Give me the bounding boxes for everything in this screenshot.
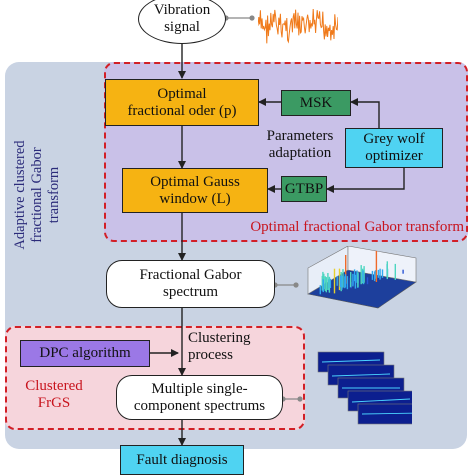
multiple-spectrums-node: Multiple single- component spectrums (116, 375, 283, 420)
grey-wolf-node: Grey wolf optimizer (345, 128, 443, 168)
msk-label: MSK (299, 94, 333, 111)
msk-node: MSK (281, 90, 351, 116)
multiple-spectrums-line1: Multiple single- (151, 380, 248, 397)
fractional-spectrum-line2: spectrum (163, 284, 218, 300)
grey-wolf-line1: Grey wolf (363, 131, 425, 147)
optimal-window-line2: window (L) (159, 190, 231, 207)
vibration-signal-line2: signal (164, 19, 200, 35)
clustering-process-line1: Clustering (188, 330, 251, 346)
clustered-frgs-line1: Clustered (25, 378, 83, 394)
side-label: Adaptive clustered fractional Gabor tran… (12, 125, 62, 265)
gtbp-label: GTBP (284, 180, 324, 197)
vibration-signal-line1: Vibration (153, 2, 211, 18)
optimal-fgt-text: Optimal fractional Gabor transform (250, 219, 464, 235)
clustering-process-line2: process (188, 347, 233, 363)
clustered-frgs-label: Clustered FrGS (14, 378, 94, 412)
grey-wolf-line2: optimizer (365, 148, 423, 164)
clustering-process-label: Clustering process (188, 330, 274, 364)
fractional-spectrum-node: Fractional Gabor spectrum (106, 260, 275, 308)
parameters-adaptation-label: Parameters adaptation (254, 128, 346, 162)
vibration-signal-node: Vibration signal (138, 0, 226, 44)
optimal-window-line1: Optimal Gauss (150, 173, 240, 190)
optimal-window-node: Optimal Gauss window (L) (122, 168, 268, 213)
arrow-wolf-to-msk (350, 98, 380, 128)
dpc-node: DPC algorithm (20, 340, 150, 367)
signal-waveform-icon (258, 0, 338, 52)
clustered-frgs-line2: FrGS (37, 395, 71, 411)
3d-spectrum-plot-icon (307, 246, 417, 309)
side-label-line2: fractional Gabor transform (29, 147, 62, 243)
parameters-adaptation-line2: adaptation (268, 145, 332, 161)
spectrum-stack-icon (317, 351, 412, 425)
optimal-order-node: Optimal fractional oder (p) (105, 79, 259, 126)
gtbp-node: GTBP (281, 176, 327, 202)
optimal-order-line1: Optimal (157, 85, 207, 102)
arrow-wolf-to-gtbp (326, 168, 405, 193)
fractional-spectrum-line1: Fractional Gabor (139, 267, 242, 283)
multiple-spectrums-line2: component spectrums (133, 397, 266, 414)
fault-diagnosis-label: Fault diagnosis (136, 451, 228, 468)
parameters-adaptation-line1: Parameters (266, 128, 334, 144)
side-label-line1: Adaptive clustered (12, 140, 28, 250)
optimal-fgt-label: Optimal fractional Gabor transform (192, 219, 464, 236)
optimal-order-line2: fractional oder (p) (127, 102, 237, 119)
dpc-label: DPC algorithm (39, 345, 131, 361)
fault-diagnosis-node: Fault diagnosis (120, 445, 244, 475)
